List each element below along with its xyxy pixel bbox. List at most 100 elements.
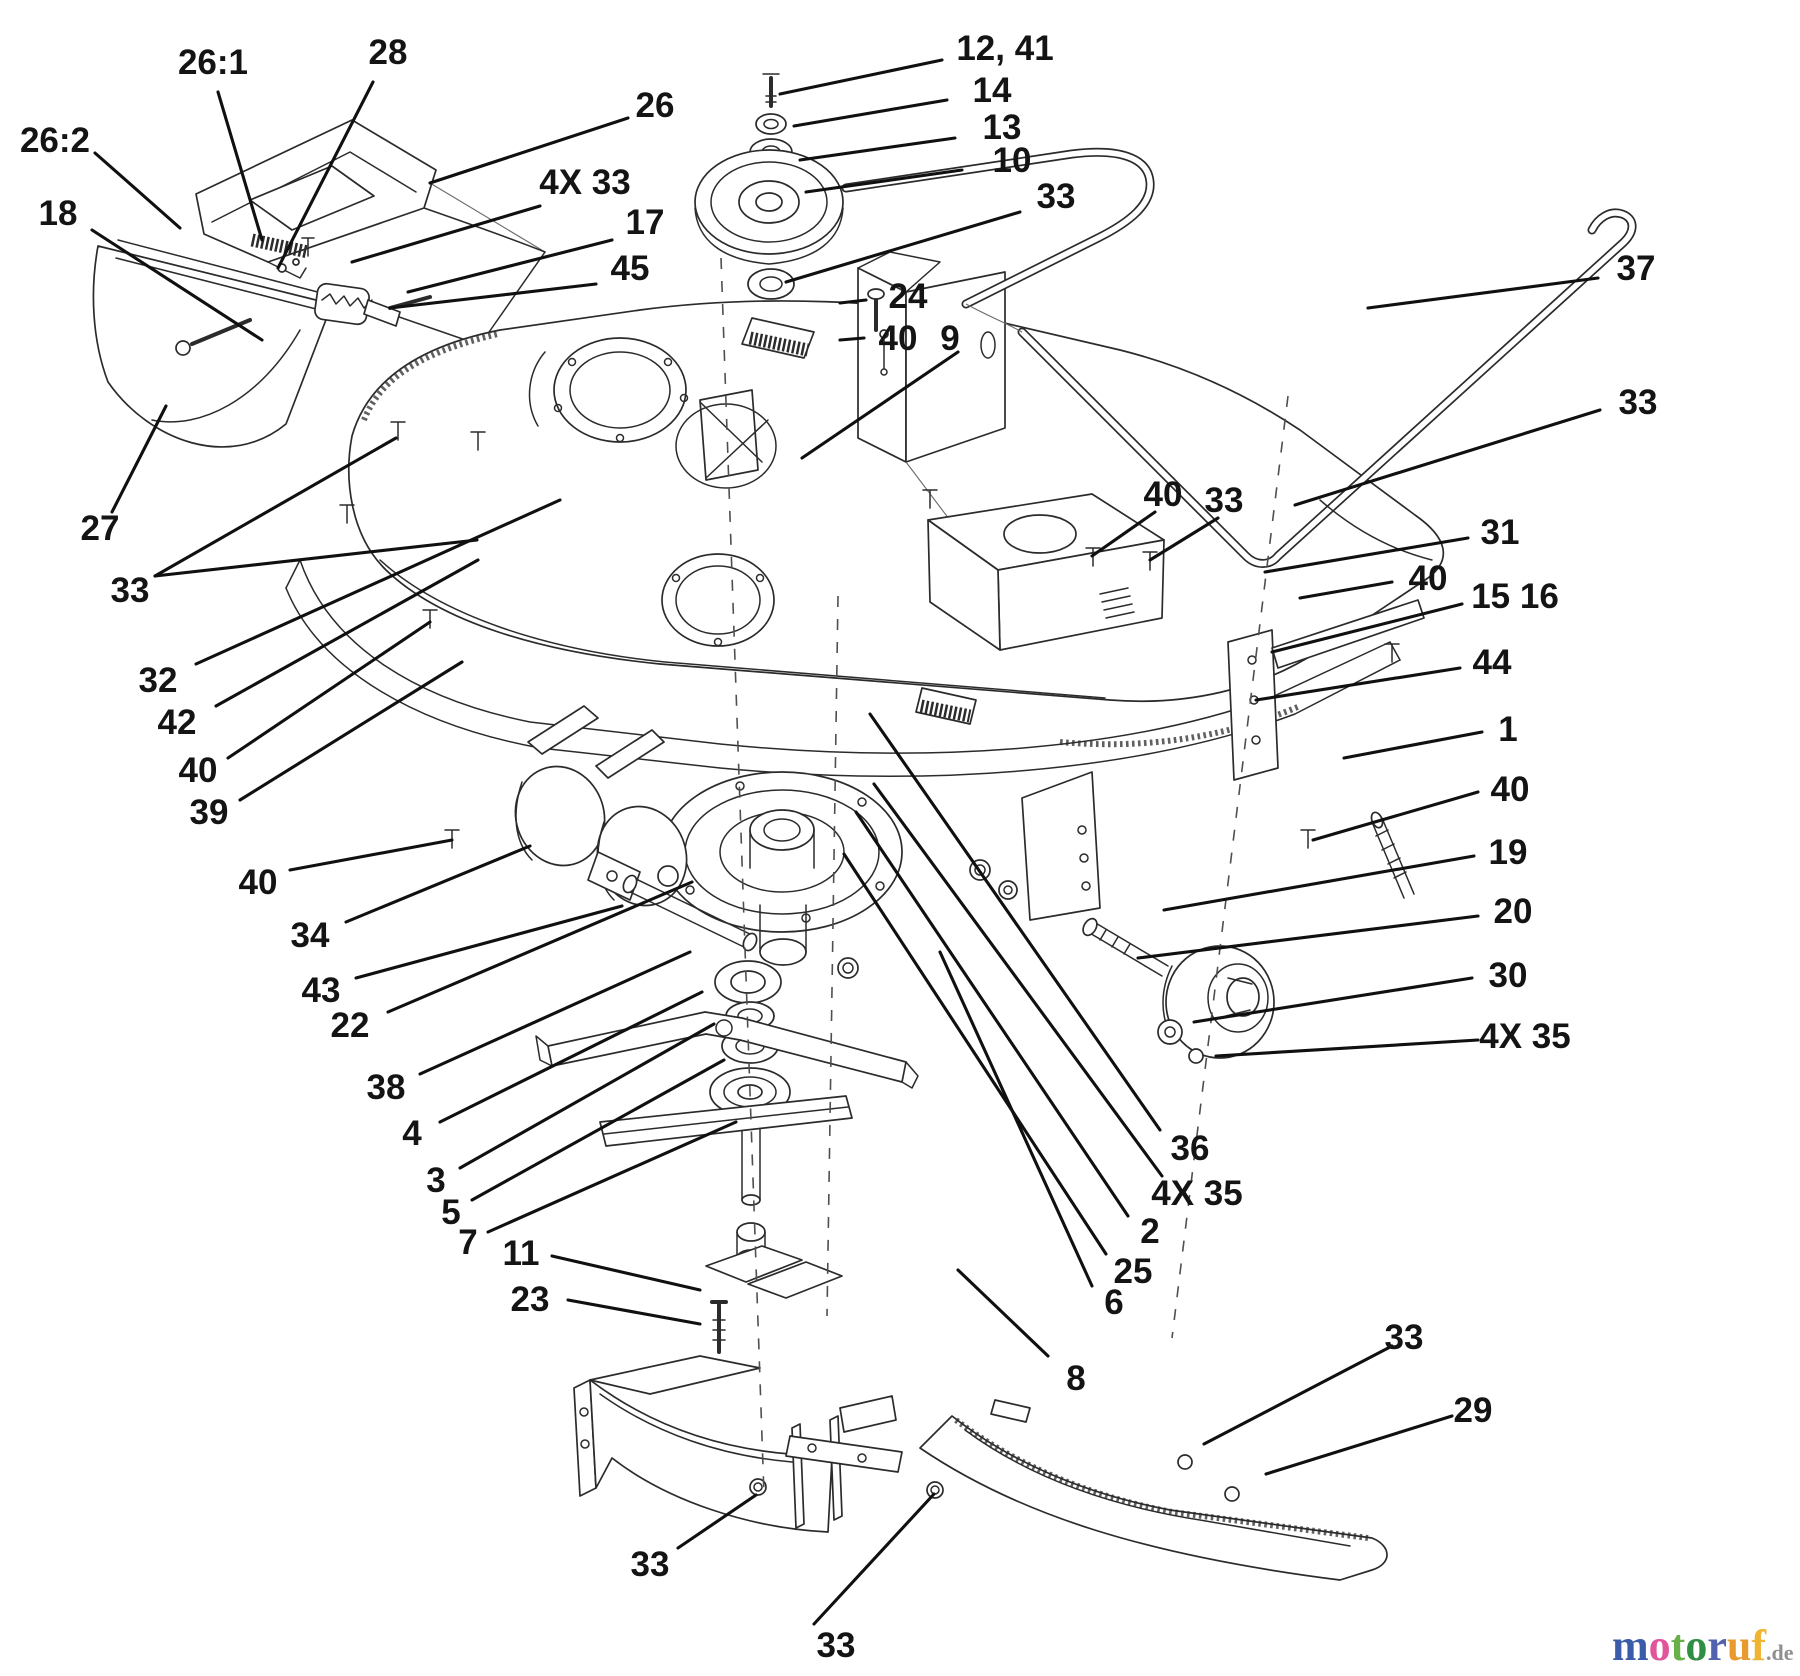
leader-line — [1293, 408, 1602, 507]
leader-line — [1202, 1344, 1394, 1446]
leader-line — [386, 880, 694, 1014]
part-label-33: 33 — [111, 571, 150, 610]
leader-line — [838, 336, 866, 342]
part-label-33: 33 — [817, 1626, 856, 1665]
leader-line — [428, 116, 630, 185]
part-label-23: 23 — [511, 1280, 550, 1319]
latch-assembly-drawing — [314, 282, 432, 327]
part-label-20: 20 — [1494, 892, 1533, 931]
leader-line — [566, 1298, 702, 1326]
leader-line — [1090, 510, 1157, 558]
leader-line — [153, 436, 398, 578]
part-label-26-2: 26:2 — [20, 121, 90, 160]
leader-line — [812, 1492, 936, 1626]
part-label-4x-35: 4X 35 — [1479, 1017, 1570, 1056]
part-label-33: 33 — [631, 1545, 670, 1584]
part-label-34: 34 — [291, 916, 330, 955]
part-label-3: 3 — [426, 1161, 445, 1200]
blade-drawing — [535, 1011, 919, 1147]
part-label-13: 13 — [983, 108, 1022, 147]
leader-line — [1192, 976, 1474, 1024]
part-label-45: 45 — [611, 249, 650, 288]
part-label-40: 40 — [879, 319, 918, 358]
part-label-42: 42 — [158, 703, 197, 742]
leader-line — [470, 1058, 726, 1202]
part-label-44: 44 — [1473, 643, 1512, 682]
part-label-33: 33 — [1385, 1318, 1424, 1357]
leader-line — [406, 238, 614, 294]
leader-line — [804, 168, 964, 194]
leader-line — [438, 990, 704, 1124]
part-label-25: 25 — [1114, 1252, 1153, 1291]
leader-line — [216, 90, 264, 242]
part-label-28: 28 — [369, 33, 408, 72]
leader-line — [1136, 914, 1480, 960]
leader-line — [1162, 854, 1476, 912]
leader-line — [938, 950, 1094, 1288]
gauge-wheel-drawing — [969, 771, 1275, 1064]
part-label-8: 8 — [1066, 1359, 1085, 1398]
leader-line — [93, 151, 182, 230]
leader-line — [1254, 666, 1462, 702]
part-label-29: 29 — [1454, 1391, 1493, 1430]
part-label-38: 38 — [367, 1068, 406, 1107]
part-label-4x-33: 4X 33 — [539, 163, 630, 202]
part-label-26: 26 — [636, 86, 675, 125]
discharge-chute-drawing — [919, 1399, 1388, 1581]
leader-line — [214, 558, 480, 708]
alignment-axis — [826, 595, 839, 1317]
part-label-1: 1 — [1498, 710, 1517, 749]
leader-line — [676, 1493, 758, 1550]
part-label-27: 27 — [81, 509, 120, 548]
leader-line — [956, 1268, 1050, 1358]
part-label-26-1: 26:1 — [178, 43, 248, 82]
part-label-31: 31 — [1481, 513, 1520, 552]
part-label-40: 40 — [1144, 475, 1183, 514]
drive-belt-drawing — [841, 147, 1637, 568]
alignment-axes — [720, 257, 1289, 1496]
leader-line — [226, 620, 432, 760]
idler-pulley-stack-drawing — [694, 73, 889, 376]
decal-patches-drawing — [741, 317, 977, 725]
part-label-40: 40 — [239, 863, 278, 902]
part-label-11: 11 — [503, 1234, 540, 1273]
leader-line — [1366, 276, 1600, 310]
part-label-6: 6 — [1104, 1283, 1123, 1322]
leader-line — [1214, 1038, 1480, 1058]
leader-line — [1264, 1414, 1454, 1476]
part-label-10: 10 — [993, 141, 1032, 180]
leader-line — [418, 950, 692, 1076]
left-wing-drawing — [92, 245, 333, 448]
leader-line — [1298, 580, 1394, 600]
leader-line — [276, 80, 375, 270]
part-label-37: 37 — [1617, 249, 1656, 288]
leader-line — [153, 538, 479, 578]
part-label-33: 33 — [1619, 383, 1658, 422]
leader-line — [288, 838, 454, 872]
part-label-22: 22 — [331, 1006, 370, 1045]
leader-lines — [90, 58, 1602, 1626]
leader-line — [1148, 516, 1220, 562]
leader-line — [1270, 602, 1464, 654]
leader-line — [792, 98, 949, 128]
leader-line — [784, 210, 1022, 284]
part-label-4x-35: 4X 35 — [1151, 1174, 1242, 1213]
part-label-43: 43 — [302, 971, 341, 1010]
part-label-7: 7 — [458, 1223, 477, 1262]
leader-line — [194, 498, 562, 666]
leader-line — [350, 204, 542, 264]
part-label-17: 17 — [626, 203, 665, 242]
part-label-36: 36 — [1171, 1129, 1210, 1168]
alignment-axis — [1171, 395, 1289, 1339]
leader-line — [854, 810, 1130, 1218]
baffle-plates-drawing — [705, 1245, 843, 1354]
leader-line — [238, 660, 464, 802]
leader-line — [872, 782, 1164, 1178]
lower-baffle-drawing — [573, 1355, 944, 1533]
leader-line — [354, 904, 624, 980]
leader-line — [1342, 730, 1484, 760]
leader-line — [388, 282, 598, 310]
part-label-30: 30 — [1489, 956, 1528, 995]
